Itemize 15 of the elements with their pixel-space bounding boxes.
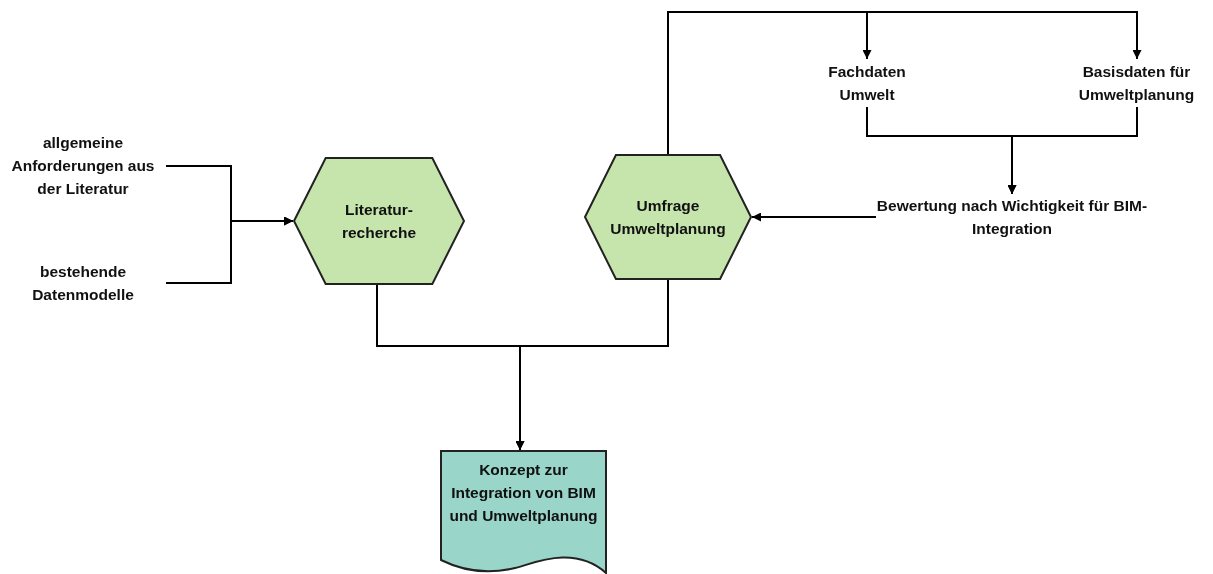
document-shape xyxy=(440,450,607,574)
process-hexagon xyxy=(293,157,465,285)
input-label: bestehende Datenmodelle xyxy=(0,259,166,307)
input-label: allgemeine Anforderungen aus der Literatur xyxy=(0,130,166,200)
input-label: Fachdaten Umwelt xyxy=(800,59,934,107)
arrow xyxy=(515,279,669,451)
arrow xyxy=(751,212,877,222)
node-label: Umfrage Umweltplanung xyxy=(609,196,727,239)
node-label: Literatur- recherche xyxy=(340,200,418,243)
input-label: Basisdaten für Umweltplanung xyxy=(1060,59,1213,107)
process-hexagon xyxy=(584,154,752,280)
arrow xyxy=(1007,106,1138,195)
input-label: Bewertung nach Wichtigkeit für BIM-Integration xyxy=(876,194,1148,240)
node-label: Konzept zur Integration von BIM und Umweltplanung xyxy=(448,460,599,526)
arrow xyxy=(165,216,294,284)
